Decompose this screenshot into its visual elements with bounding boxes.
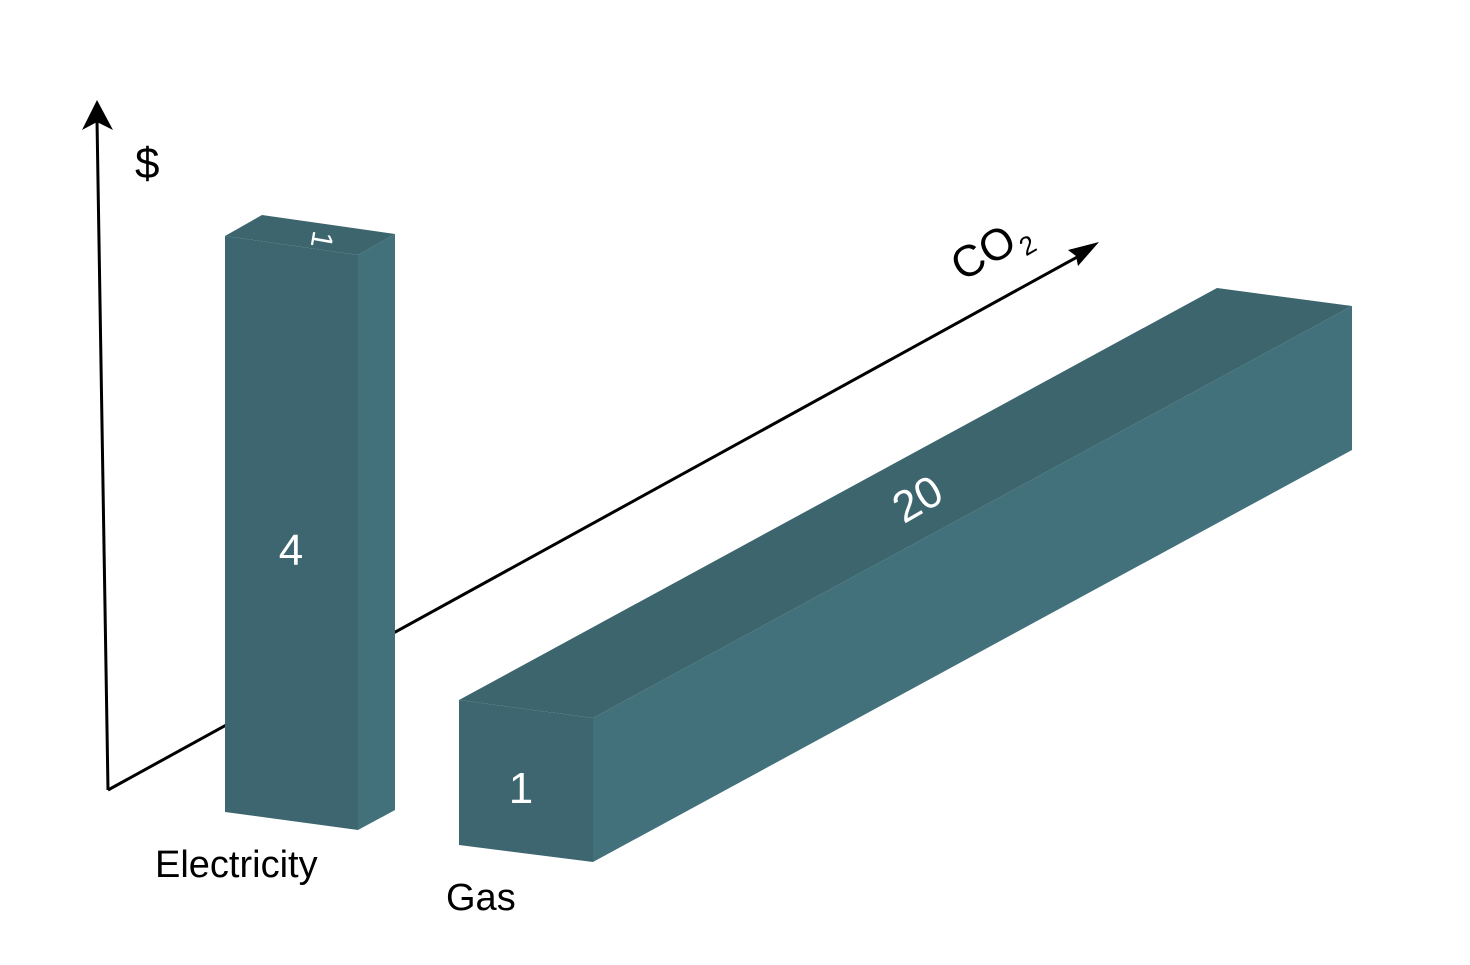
gas-bar-side bbox=[593, 306, 1352, 862]
co2-axis-label-main: CO bbox=[943, 215, 1025, 290]
gas-label: Gas bbox=[446, 877, 516, 919]
electricity-bar-top bbox=[225, 215, 395, 255]
dollar-axis-label: $ bbox=[135, 139, 159, 188]
electricity-label: Electricity bbox=[155, 844, 318, 886]
co2-axis-label: CO 2 bbox=[943, 215, 1042, 290]
dollar-axis bbox=[95, 119, 110, 791]
gas-bar-top bbox=[459, 288, 1352, 718]
electricity-bar-front bbox=[225, 236, 358, 830]
gas-front-value: 1 bbox=[509, 764, 533, 813]
electricity-top-value: 1 bbox=[304, 229, 339, 251]
electricity-bar-side bbox=[358, 234, 395, 830]
gas-bar-front bbox=[459, 700, 593, 862]
dollar-axis-arrowhead bbox=[82, 100, 113, 130]
co2-axis-arrowhead bbox=[1068, 242, 1099, 266]
electricity-front-value: 4 bbox=[279, 526, 303, 575]
electricity-bar: 1 4 bbox=[225, 215, 395, 830]
gas-bar: 1 20 bbox=[459, 288, 1352, 862]
